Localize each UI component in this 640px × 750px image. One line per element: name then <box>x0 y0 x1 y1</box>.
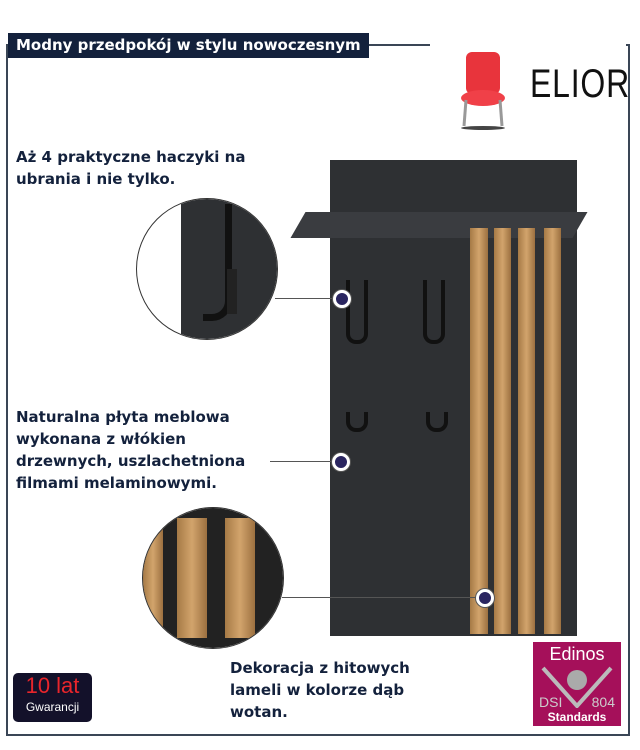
coat-hook <box>426 412 448 432</box>
wardrobe-shelf <box>290 212 588 238</box>
warranty-years: 10 lat <box>25 673 80 698</box>
cert-name: Edinos <box>549 644 605 664</box>
warranty-label: Gwarancji <box>25 700 80 714</box>
oak-slat <box>518 228 535 634</box>
slat-detail-circle <box>142 507 284 649</box>
cert-left: DSI <box>539 694 563 710</box>
cert-right: 804 <box>591 694 615 710</box>
brand-logo <box>430 42 626 138</box>
cert-v-icon <box>541 666 613 708</box>
oak-slat <box>494 228 511 634</box>
hotspot-slats[interactable] <box>476 589 494 607</box>
coat-hook <box>423 280 445 344</box>
chair-icon <box>461 52 505 130</box>
page-title: Modny przedpokój w stylu nowoczesnym <box>8 33 369 58</box>
edinos-certificate: Edinos DSI 804 Standards <box>533 642 621 726</box>
feature-hooks-text: Aż 4 praktyczne haczyki na ubrania i nie… <box>16 148 246 188</box>
oak-slat <box>544 228 561 634</box>
brand-name: ELIOR <box>530 62 631 106</box>
feature-slats-text: Dekoracja z hitowych lameli w kolorze dą… <box>230 659 410 721</box>
callout-line <box>275 298 341 299</box>
feature-board-text: Naturalna płyta meblowa wykonana z włóki… <box>16 408 246 492</box>
warranty-badge: 10 lat Gwarancji <box>13 673 92 722</box>
wardrobe-panel <box>330 160 577 636</box>
oak-slat <box>470 228 488 634</box>
coat-hook <box>346 280 368 344</box>
hook-detail-circle <box>136 198 278 340</box>
cert-bottom: Standards <box>547 710 607 724</box>
coat-hook <box>346 412 368 432</box>
hotspot-hooks[interactable] <box>333 290 351 308</box>
hotspot-board[interactable] <box>332 453 350 471</box>
callout-line <box>270 461 340 462</box>
callout-line <box>282 597 484 598</box>
